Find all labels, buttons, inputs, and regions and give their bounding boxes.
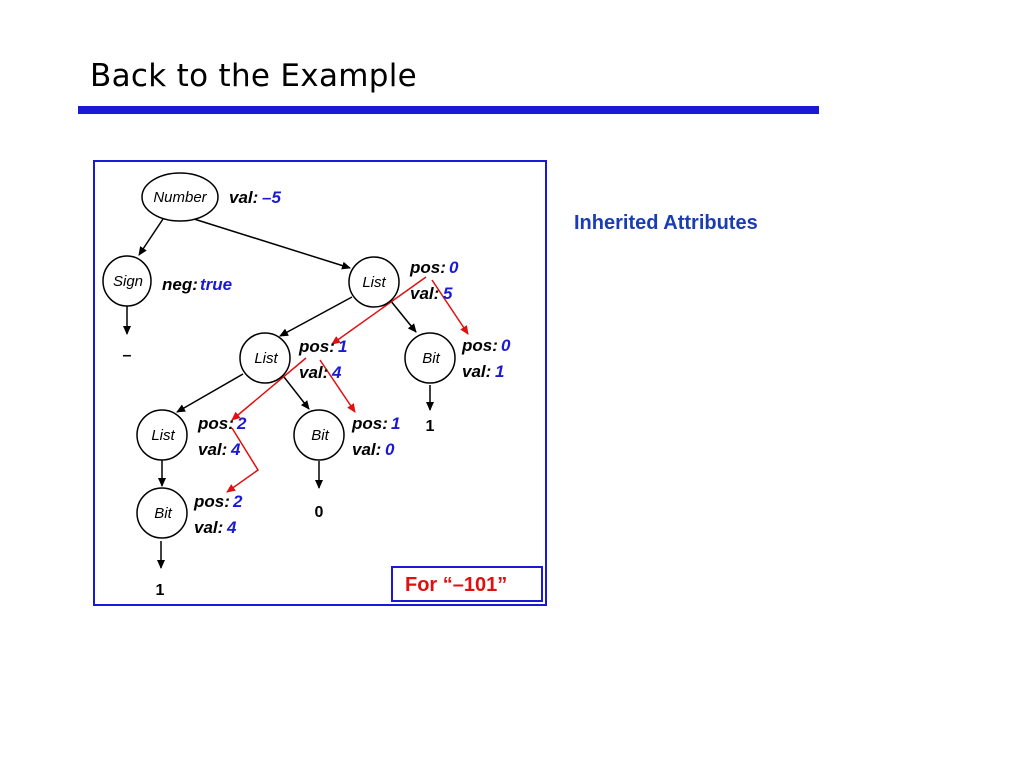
attr-value: 4 (230, 440, 241, 459)
attr-key: pos: (197, 414, 234, 433)
attr-value: 2 (232, 492, 243, 511)
inherit-arrow-pos0 (431, 279, 469, 335)
attrs-bit-mid: pos: 1 val: 0 (351, 414, 400, 459)
attr-value: 1 (495, 362, 504, 381)
node-sign: Sign (102, 255, 152, 307)
attr-value: 0 (501, 336, 511, 355)
inherit-arrow-pos2 (231, 357, 307, 421)
node-list-mid: List (239, 332, 291, 384)
attr-value: 1 (391, 414, 400, 433)
edge-listmid-listlow (176, 373, 244, 413)
inherit-arrow-pos1b (319, 359, 356, 413)
edge-list-bit (389, 299, 417, 333)
attr-key: pos: (193, 492, 230, 511)
attrs-list-top: pos: 0 val: 5 (409, 258, 459, 303)
node-label: List (254, 350, 278, 367)
attr-key: neg: (162, 275, 198, 294)
edge-number-sign (138, 218, 164, 256)
attr-key: val: (229, 188, 258, 207)
attr-key: val: (299, 363, 328, 382)
inherited-attributes-label: Inherited Attributes (574, 212, 758, 234)
inherit-arrow-pos2b (226, 427, 260, 493)
leaf-zero: 0 (315, 504, 324, 521)
attr-key: val: (198, 440, 227, 459)
attr-key: val: (462, 362, 491, 381)
node-label: Sign (113, 273, 143, 290)
attr-value: –5 (262, 188, 281, 207)
attr-key: pos: (409, 258, 446, 277)
node-label: Bit (311, 427, 329, 444)
attr-value: 4 (331, 363, 342, 382)
attr-key: pos: (351, 414, 388, 433)
node-number: Number (141, 172, 219, 222)
attr-value: 5 (443, 284, 453, 303)
attr-value: 0 (449, 258, 459, 277)
attrs-bit-right: pos: 0 val: 1 (461, 336, 511, 381)
node-bit-right: Bit (404, 332, 456, 384)
caption-box: For “–101” (391, 566, 543, 602)
attr-key: val: (352, 440, 381, 459)
node-list-top: List (348, 256, 400, 308)
leaf-one-right: 1 (426, 418, 435, 435)
diagram-frame (93, 160, 547, 606)
node-label: Number (153, 189, 207, 206)
node-bit-mid: Bit (293, 409, 345, 461)
attr-key: pos: (461, 336, 498, 355)
attr-key: val: (194, 518, 223, 537)
leaf-one-bottom: 1 (156, 582, 165, 599)
attr-value: 1 (338, 337, 347, 356)
inherit-arrow-pos1 (331, 276, 427, 345)
attr-value: 0 (385, 440, 395, 459)
node-label: Bit (422, 350, 440, 367)
attr-value: 4 (226, 518, 237, 537)
inherited-arrows (226, 276, 469, 493)
attr-value: true (200, 275, 232, 294)
node-bit-low: Bit (136, 487, 188, 539)
leaf-minus: – (123, 347, 132, 364)
attrs-number: val: –5 (229, 188, 281, 207)
attr-key: pos: (298, 337, 335, 356)
node-label: Bit (154, 505, 172, 522)
attrs-list-low: pos: 2 val: 4 (197, 414, 247, 459)
attrs-list-mid: pos: 1 val: 4 (298, 337, 347, 382)
edge-listmid-bitmid (283, 376, 310, 410)
title-underline (78, 106, 819, 114)
node-label: List (362, 274, 386, 291)
node-list-low: List (136, 409, 188, 461)
caption-text: For “–101” (405, 574, 508, 596)
tree-edges (123, 218, 434, 569)
edge-number-list (193, 218, 351, 270)
attr-key: val: (410, 284, 439, 303)
attrs-bit-low: pos: 2 val: 4 (193, 492, 243, 537)
attr-value: 2 (236, 414, 247, 433)
attrs-sign: neg: true (162, 275, 232, 294)
node-label: List (151, 427, 175, 444)
slide-title: Back to the Example (90, 58, 418, 94)
edge-list-list (279, 296, 353, 337)
